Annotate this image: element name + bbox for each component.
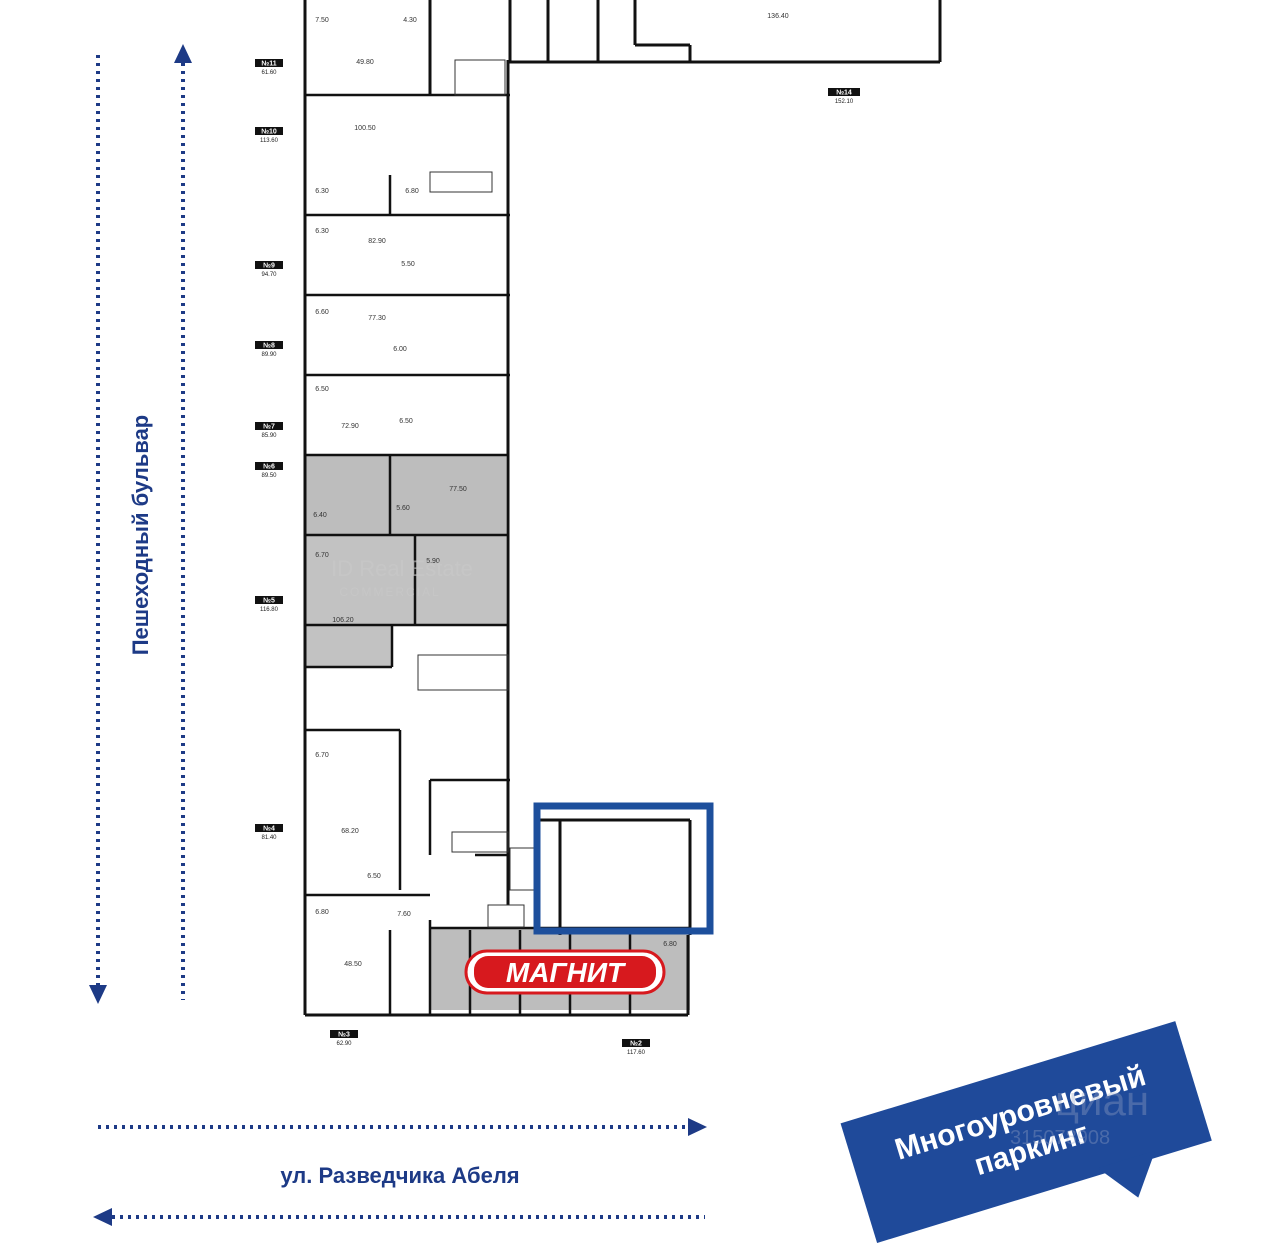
room-label: 72.90 bbox=[341, 423, 359, 430]
street-arrow-right bbox=[98, 1118, 707, 1136]
unit-number: №6 bbox=[263, 463, 275, 471]
unit-tag-9: №9 94.70 bbox=[255, 261, 283, 278]
room-label: 6.50 bbox=[399, 418, 413, 425]
room-label: 136.40 bbox=[767, 13, 789, 20]
room-label: 7.50 bbox=[315, 17, 329, 24]
room-label: 6.60 bbox=[315, 309, 329, 316]
unit-number: №5 bbox=[263, 597, 275, 605]
room-label: 6.80 bbox=[315, 909, 329, 916]
unit-tag-3: №3 62.90 bbox=[330, 1030, 358, 1047]
room-label: 106.20 bbox=[332, 617, 354, 624]
unit-number: №10 bbox=[261, 128, 277, 136]
unit-tag-6: №6 89.50 bbox=[255, 462, 283, 479]
room-label: 77.50 bbox=[449, 486, 467, 493]
unit-number: №4 bbox=[263, 825, 275, 833]
room-label: 6.30 bbox=[315, 228, 329, 235]
room-label: 5.60 bbox=[396, 505, 410, 512]
room-label: 5.50 bbox=[401, 261, 415, 268]
unit-area: 62.90 bbox=[336, 1041, 352, 1047]
room-label: 6.40 bbox=[313, 512, 327, 519]
watermark-name: ID Real Estate bbox=[331, 556, 473, 581]
boulevard-label: Пешеходный бульвар bbox=[128, 415, 153, 656]
magnit-logo: МАГНИТ bbox=[464, 949, 666, 995]
room-label: 6.50 bbox=[367, 873, 381, 880]
room-label: 6.70 bbox=[315, 552, 329, 559]
unit-area: 89.90 bbox=[261, 352, 277, 358]
unit-area: 61.60 bbox=[261, 70, 277, 76]
unit-5-shading-lower bbox=[306, 625, 392, 667]
room-label: 77.30 bbox=[368, 315, 386, 322]
unit-number: №2 bbox=[630, 1040, 642, 1048]
highlighted-unit-frame[interactable] bbox=[533, 802, 714, 935]
magnit-logo-text: МАГНИТ bbox=[506, 957, 627, 988]
unit-6-shading bbox=[306, 455, 506, 535]
unit-tag-5: №5 116.80 bbox=[255, 596, 283, 613]
room-label: 7.60 bbox=[397, 911, 411, 918]
unit-number: №11 bbox=[261, 60, 276, 68]
room-label: 5.90 bbox=[426, 558, 440, 565]
unit-5-shading bbox=[306, 535, 506, 625]
unit-area: 116.80 bbox=[260, 607, 279, 613]
room-label: 6.70 bbox=[315, 752, 329, 759]
unit-number: №8 bbox=[263, 342, 275, 350]
room-label: 82.90 bbox=[368, 238, 386, 245]
room-labels: 7.50 4.30 136.40 49.80 100.50 6.30 6.80 … bbox=[313, 13, 789, 968]
room-label: 6.00 bbox=[393, 346, 407, 353]
unit-area: 113.60 bbox=[260, 138, 279, 144]
unit-number: №3 bbox=[338, 1031, 350, 1039]
room-label: 6.30 bbox=[315, 188, 329, 195]
cian-watermark-name: циан bbox=[1055, 1077, 1149, 1124]
unit-number: №9 bbox=[263, 262, 275, 270]
unit-tags: №11 61.60 №10 113.60 №9 94.70 №8 89.90 №… bbox=[255, 59, 860, 1056]
room-label: 4.30 bbox=[403, 17, 417, 24]
unit-area: 117.60 bbox=[627, 1050, 646, 1056]
unit-tag-14: №14 152.10 bbox=[828, 88, 860, 105]
unit-area: 94.70 bbox=[261, 272, 277, 278]
watermark: ID Real Estate COMMERCIAL bbox=[331, 556, 473, 599]
unit-area: 85.90 bbox=[261, 433, 277, 439]
unit-number: №7 bbox=[263, 423, 275, 431]
unit-tag-7: №7 85.90 bbox=[255, 422, 283, 439]
unit-tag-10: №10 113.60 bbox=[255, 127, 283, 144]
street-arrow-left bbox=[93, 1208, 705, 1226]
unit-tag-8: №8 89.90 bbox=[255, 341, 283, 358]
unit-tag-11: №11 61.60 bbox=[255, 59, 283, 76]
boulevard-arrow-up bbox=[174, 44, 192, 1000]
street-label: ул. Разведчика Абеля bbox=[280, 1163, 519, 1188]
room-label: 48.50 bbox=[344, 961, 362, 968]
cian-watermark: циан 315078908 bbox=[1010, 1077, 1149, 1149]
boulevard-arrow-down bbox=[89, 55, 107, 1004]
cian-watermark-phone: 315078908 bbox=[1010, 1127, 1110, 1149]
room-label: 6.50 bbox=[315, 386, 329, 393]
room-label: 6.80 bbox=[405, 188, 419, 195]
room-label: 6.80 bbox=[663, 941, 677, 948]
unit-area: 81.40 bbox=[261, 835, 277, 841]
unit-area: 89.50 bbox=[261, 473, 277, 479]
unit-tag-4: №4 81.40 bbox=[255, 824, 283, 841]
stairs bbox=[417, 59, 535, 928]
room-label: 100.50 bbox=[354, 125, 376, 132]
unit-number: №14 bbox=[836, 89, 852, 97]
unit-area: 152.10 bbox=[835, 99, 854, 105]
watermark-sub: COMMERCIAL bbox=[339, 585, 440, 599]
unit-tag-2: №2 117.60 bbox=[622, 1039, 650, 1056]
building-walls bbox=[303, 0, 942, 1017]
room-label: 49.80 bbox=[356, 59, 374, 66]
room-label: 68.20 bbox=[341, 828, 359, 835]
